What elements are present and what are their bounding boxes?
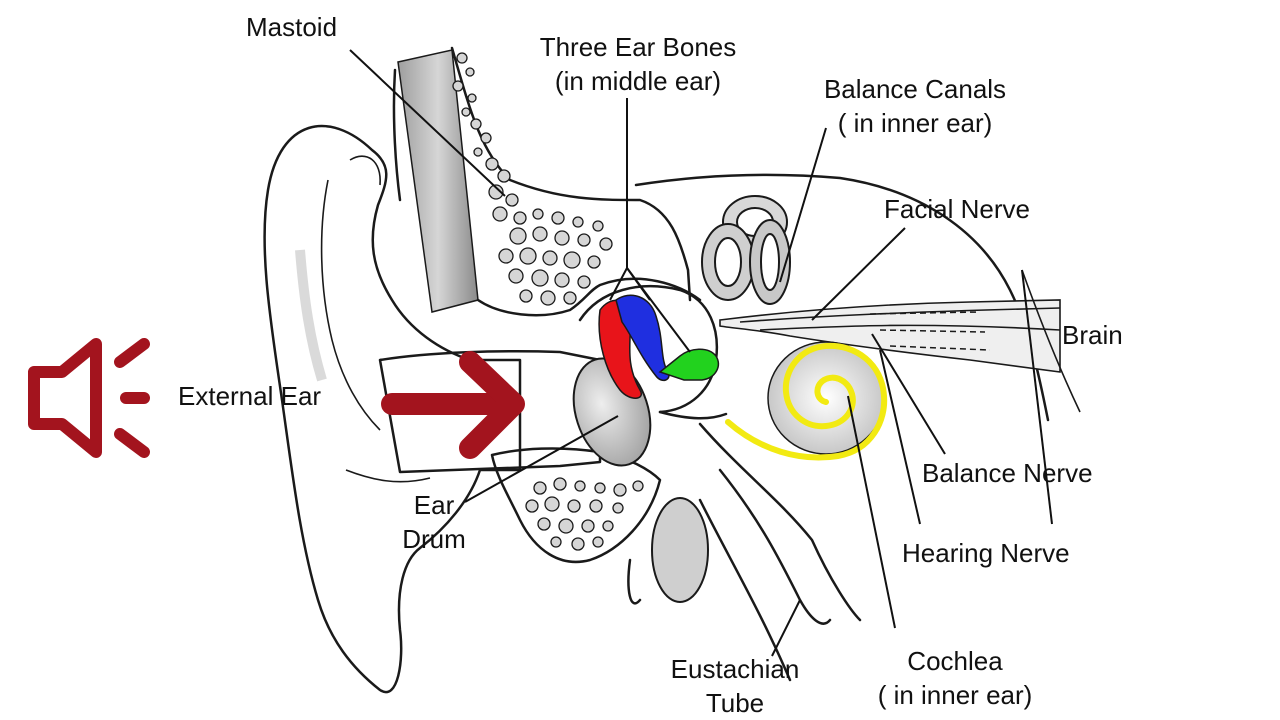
label-ear-drum: Ear Drum xyxy=(392,488,476,556)
air-cell xyxy=(532,208,544,220)
air-cell xyxy=(632,480,644,492)
label-cochlea: Cochlea ( in inner ear) xyxy=(860,644,1050,712)
air-cell xyxy=(594,482,606,494)
air-cell xyxy=(537,517,551,531)
label-external-ear: External Ear xyxy=(178,381,322,411)
label-balance-canals-line1: Balance Canals xyxy=(823,74,1007,104)
air-cell xyxy=(574,480,586,492)
right-arrow-icon xyxy=(381,351,525,459)
label-cochlea-line2: ( in inner ear) xyxy=(877,680,1033,710)
label-balance-canals-line2: ( in inner ear) xyxy=(837,108,993,138)
air-cell xyxy=(461,107,471,117)
air-cell xyxy=(473,147,483,157)
air-cell xyxy=(563,291,577,305)
label-hearing-nerve: Hearing Nerve xyxy=(902,538,1070,568)
label-eustachian-tube-line2: Tube xyxy=(705,688,765,718)
air-cell xyxy=(577,275,591,289)
speaker-sound-icon xyxy=(28,338,150,458)
label-mastoid: Mastoid xyxy=(246,12,338,42)
label-ear-drum-line2: Drum xyxy=(402,524,466,554)
air-cell xyxy=(587,255,601,269)
air-cell xyxy=(589,499,603,513)
leader-lines xyxy=(349,49,1053,657)
external-ear-drawing xyxy=(263,124,522,694)
label-eustachian-tube: Eustachian Tube xyxy=(660,652,810,720)
air-cell xyxy=(581,519,595,533)
air-cell xyxy=(572,216,584,228)
air-cell xyxy=(567,499,581,513)
air-cell xyxy=(592,536,604,548)
nerve-bundle-drawing xyxy=(719,269,1081,413)
air-cell xyxy=(509,227,527,245)
air-cell xyxy=(492,206,508,222)
air-cell xyxy=(551,211,565,225)
air-cell xyxy=(480,132,492,144)
air-cell xyxy=(452,80,464,92)
air-cell xyxy=(612,502,624,514)
air-cell xyxy=(571,537,585,551)
air-cell xyxy=(558,518,574,534)
air-cell xyxy=(519,247,537,265)
label-three-ear-bones: Three Ear Bones (in middle ear) xyxy=(528,30,748,98)
stapes-bone xyxy=(658,348,720,381)
air-cell xyxy=(513,211,527,225)
label-balance-canals: Balance Canals ( in inner ear) xyxy=(810,72,1020,140)
air-cell xyxy=(533,481,547,495)
label-cochlea-line1: Cochlea xyxy=(907,646,1003,676)
label-three-ear-bones-line1: Three Ear Bones xyxy=(539,32,737,62)
air-cell xyxy=(467,93,477,103)
label-eustachian-tube-line1: Eustachian xyxy=(670,654,800,684)
air-cell xyxy=(485,157,499,171)
label-facial-nerve: Facial Nerve xyxy=(884,194,1030,224)
label-brain: Brain xyxy=(1062,320,1123,350)
air-cell xyxy=(550,536,562,548)
air-cell xyxy=(599,237,613,251)
label-ear-drum-line1: Ear xyxy=(413,490,455,520)
label-balance-nerve: Balance Nerve xyxy=(922,458,1093,488)
ossicles-drawing xyxy=(598,294,720,399)
air-cell xyxy=(508,268,524,284)
air-cell xyxy=(465,67,475,77)
air-cell xyxy=(531,269,549,287)
air-cell xyxy=(497,169,511,183)
cochlea-spiral xyxy=(725,342,888,461)
air-cell xyxy=(505,193,519,207)
air-cell xyxy=(456,52,468,64)
air-cell xyxy=(532,226,548,242)
air-cell xyxy=(554,230,570,246)
air-cell xyxy=(553,477,567,491)
balance-canals-drawing xyxy=(701,195,791,305)
eustachian-tube-drawing xyxy=(627,468,832,682)
air-cell xyxy=(525,499,539,513)
air-cell xyxy=(563,251,581,269)
mastoid-air-cells xyxy=(452,52,644,551)
air-cell xyxy=(577,233,591,247)
air-cell xyxy=(542,250,558,266)
air-cell xyxy=(488,184,504,200)
air-cell xyxy=(470,118,482,130)
air-cell xyxy=(519,289,533,303)
air-cell xyxy=(613,483,627,497)
air-cell xyxy=(498,248,514,264)
air-cell xyxy=(544,496,560,512)
air-cell xyxy=(592,220,604,232)
label-three-ear-bones-line2: (in middle ear) xyxy=(554,66,722,96)
air-cell xyxy=(540,290,556,306)
air-cell xyxy=(602,520,614,532)
air-cell xyxy=(554,272,570,288)
